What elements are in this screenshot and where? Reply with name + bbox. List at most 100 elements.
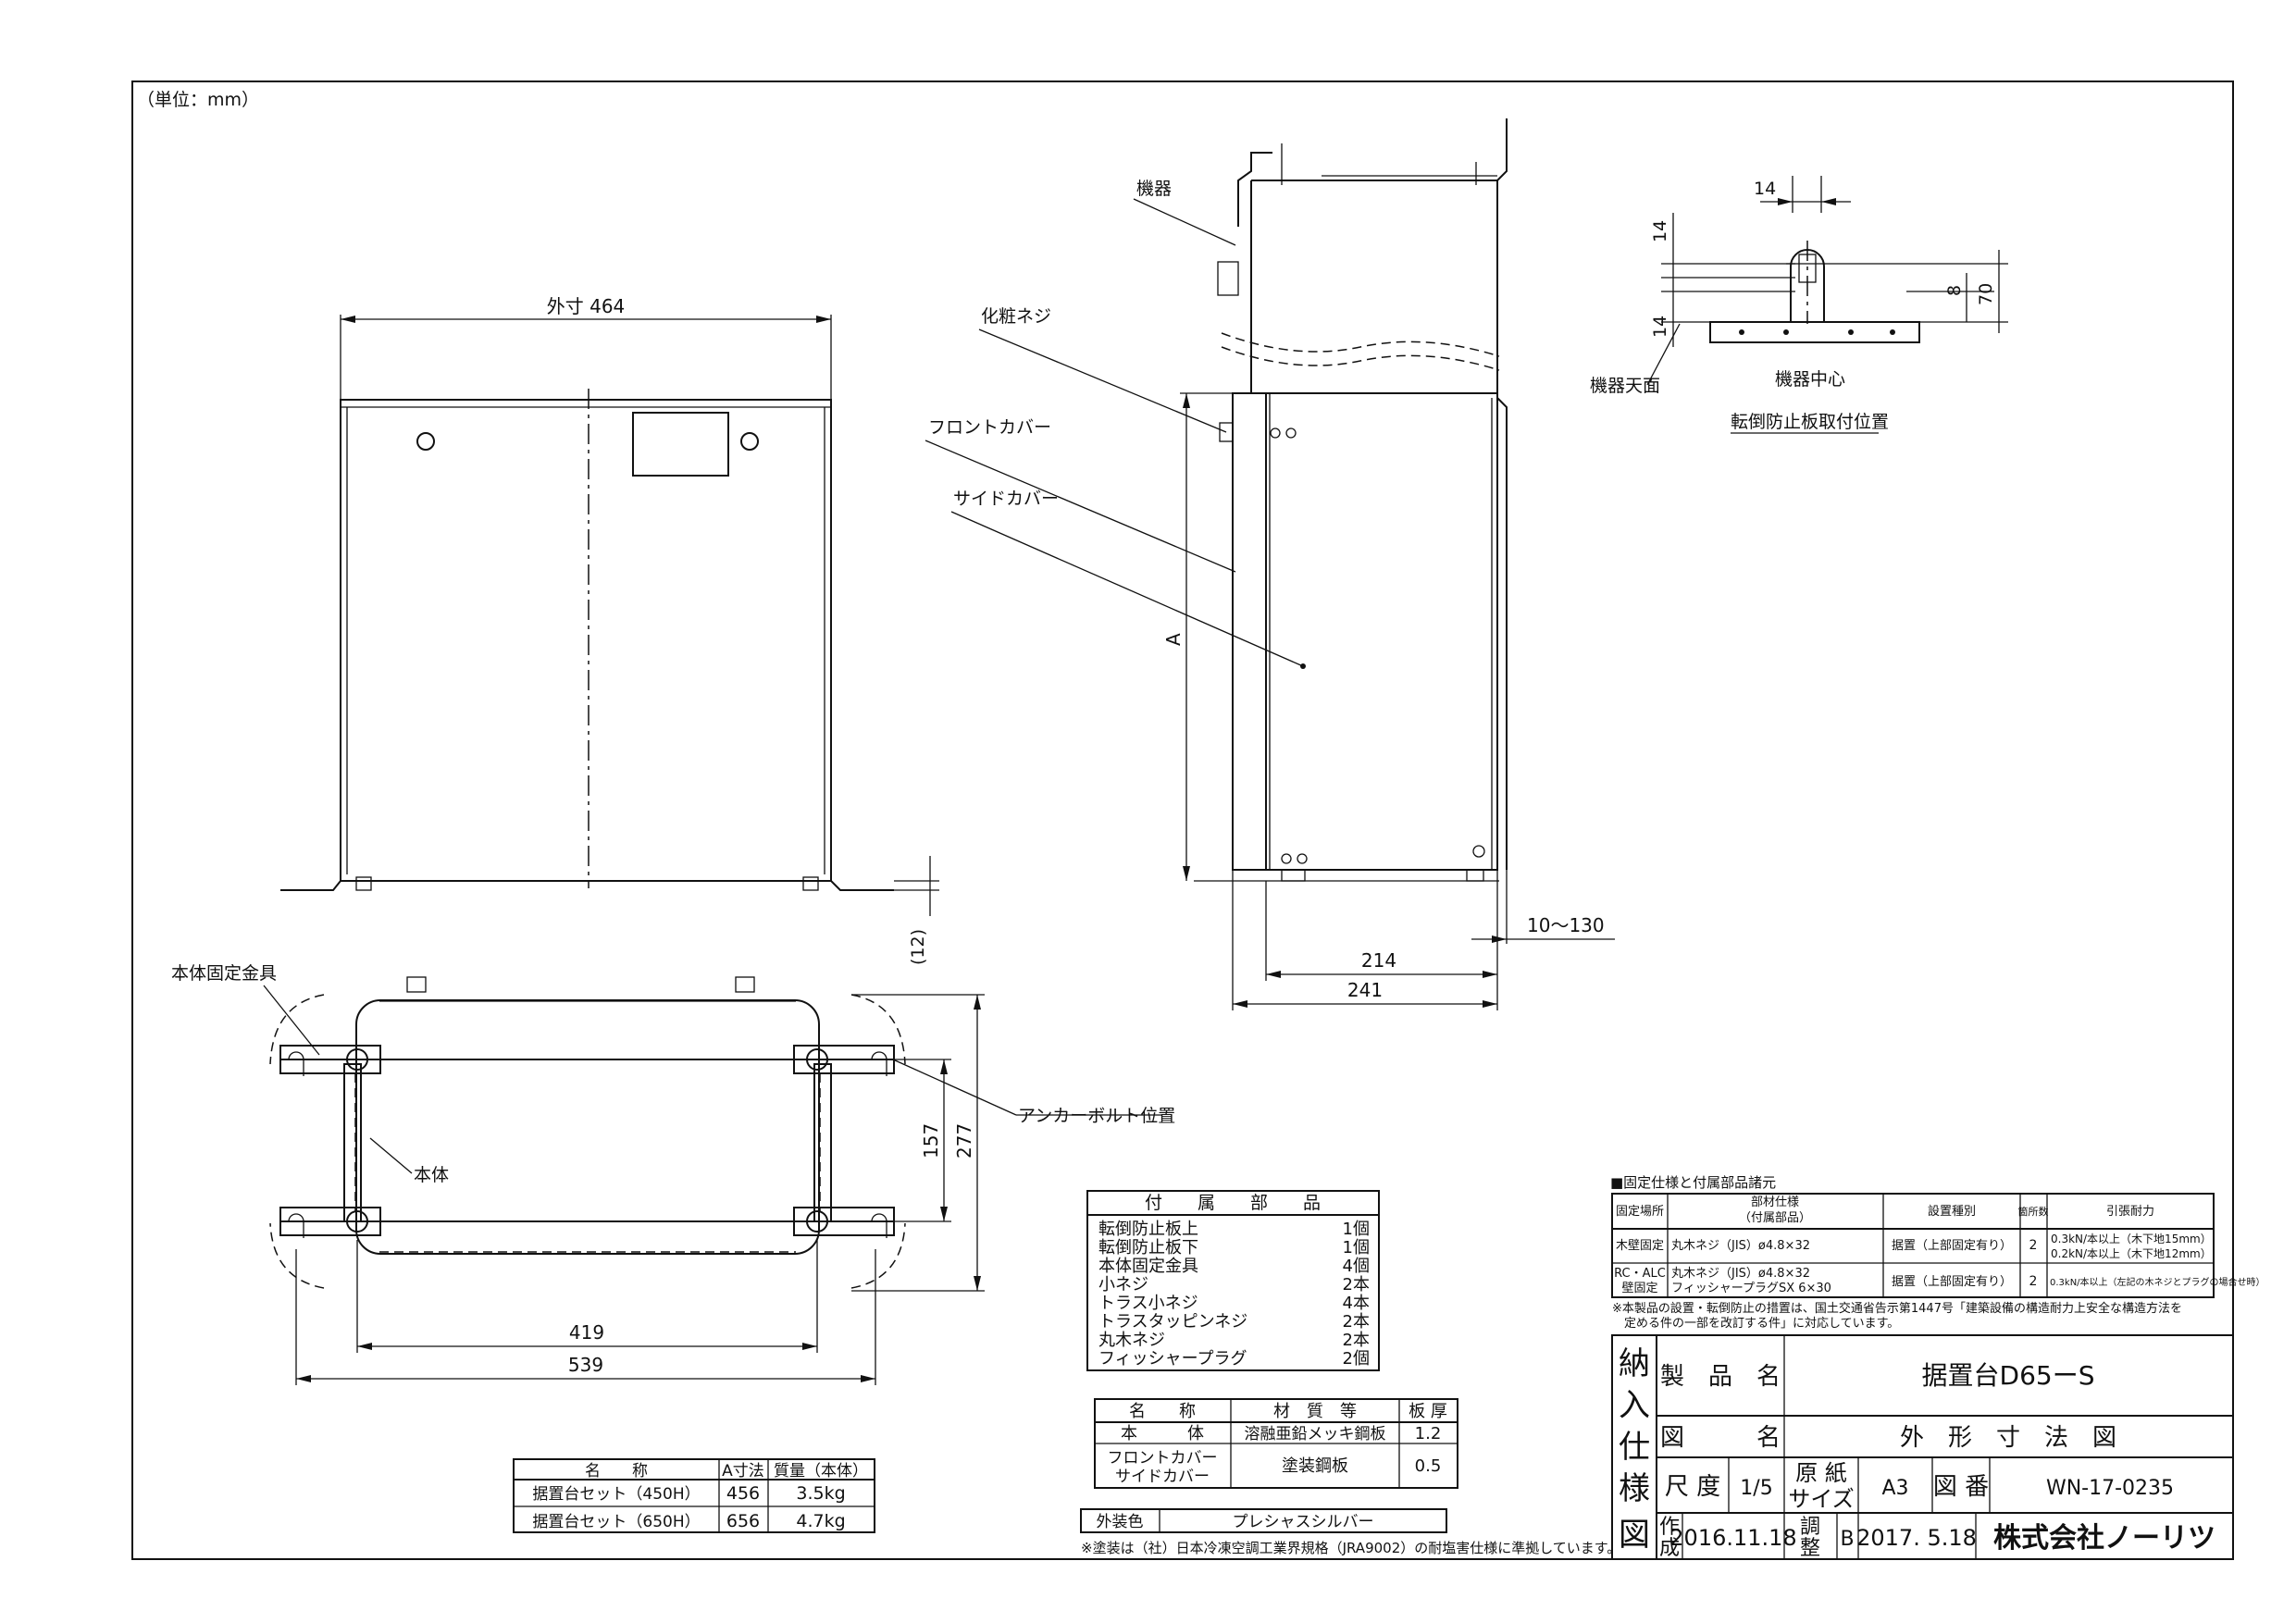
spec-header-place: 固定場所 xyxy=(1616,1205,1664,1219)
sets-row-mass: 4.7kg xyxy=(796,1511,845,1531)
detail-caption: 転倒防止板取付位置 xyxy=(1731,412,1889,432)
mat-row-material: 塗装鋼板 xyxy=(1282,1456,1348,1476)
spec-header-count: 箇所数 xyxy=(2018,1205,2049,1218)
sets-table: 名 称 A寸法 質量（本体） 据置台セット（450H） 456 3.5kg 据置… xyxy=(513,1458,875,1533)
paper-value: A3 xyxy=(1881,1477,1908,1500)
revised-value: 2017. 5.18 xyxy=(1856,1525,1977,1551)
acc-qty: 2個 xyxy=(1343,1349,1370,1369)
sets-header-a: A寸法 xyxy=(722,1462,764,1481)
acc-name: 転倒防止板下 xyxy=(1098,1238,1198,1258)
revision-value: B xyxy=(1840,1528,1854,1551)
mat-row-name-line2: サイドカバー xyxy=(1115,1468,1210,1486)
spec-row-part-line2: フィッシャープラグSX 6×30 xyxy=(1671,1282,1831,1295)
front-view: 外寸 464 (12) xyxy=(280,295,939,965)
spec-header-strength: 引張耐力 xyxy=(2106,1205,2154,1219)
mat-row-material: 溶融亜鉛メッキ鋼板 xyxy=(1245,1425,1386,1443)
number-value: WN-17-0235 xyxy=(2046,1477,2174,1500)
mat-header-thickness: 板 厚 xyxy=(1409,1402,1447,1421)
title-block: 納 入 仕 様 図 製 品 名 据置台D65ーS 図 名 外 形 寸 法 図 尺… xyxy=(1611,1334,2234,1560)
drawing-value: 外 形 寸 法 図 xyxy=(1900,1424,2116,1452)
dim-8: 8 xyxy=(1944,285,1965,296)
sets-header-mass: 質量（本体） xyxy=(774,1462,868,1481)
dim-14-top: 14 xyxy=(1754,179,1776,199)
sets-header-name: 名 称 xyxy=(585,1462,648,1481)
spec-header-type: 設置種別 xyxy=(1928,1204,1976,1219)
spec-row-strength-line2: 0.2kN/本以上（木下地12mm） xyxy=(2051,1247,2212,1260)
number-label: 図 番 xyxy=(1933,1473,1989,1501)
dim-157: 157 xyxy=(920,1123,942,1158)
finish-value: プレシャスシルバー xyxy=(1233,1513,1374,1531)
fixing-bracket-tr xyxy=(793,1045,895,1076)
label-side-cover: サイドカバー xyxy=(953,489,1059,509)
finish-note: ※塗装は（社）日本冷凍空調工業界規格（JRA9002）の耐塩害仕様に準拠していま… xyxy=(1081,1540,1620,1556)
sets-row-name: 据置台セット（450H） xyxy=(532,1485,700,1504)
created-label-line1: 作 xyxy=(1659,1516,1680,1539)
sheet-border xyxy=(131,81,2234,1560)
acc-name: トラスタッピンネジ xyxy=(1098,1312,1247,1332)
spec-note-line1: ※本製品の設置・転倒防止の措置は、国土交通省告示第1447号「建築設備の構造耐力… xyxy=(1612,1301,2182,1316)
spec-row-place-line1: RC・ALC xyxy=(1614,1267,1666,1281)
dim-419: 419 xyxy=(569,1321,604,1344)
spec-header-part-line2: （付属部品） xyxy=(1739,1211,1811,1225)
label-device-center: 機器中心 xyxy=(1775,369,1845,390)
dim-539: 539 xyxy=(568,1354,603,1376)
acc-name: 本体固定金具 xyxy=(1098,1257,1198,1276)
spec-row-strength: 0.3kN/本以上（左記の木ネジとプラグの場合せ時） xyxy=(2050,1276,2265,1288)
product-label: 製 品 名 xyxy=(1660,1363,1781,1391)
sets-row-mass: 3.5kg xyxy=(796,1483,845,1504)
sets-row-a: 456 xyxy=(726,1483,760,1504)
dim-277: 277 xyxy=(953,1123,975,1158)
acc-qty: 1個 xyxy=(1343,1238,1370,1258)
title-side-label: 図 xyxy=(1619,1517,1650,1554)
fixing-spec-title: ■固定仕様と付属部品諸元 xyxy=(1610,1174,1776,1191)
revised-label-line2: 整 xyxy=(1800,1537,1820,1560)
front-window xyxy=(632,412,729,477)
title-side-label: 納 xyxy=(1619,1345,1650,1382)
spec-row-part-line1: 丸木ネジ（JIS）ø4.8×32 xyxy=(1671,1267,1810,1281)
acc-qty: 2本 xyxy=(1343,1331,1370,1350)
label-anchor: アンカーボルト位置 xyxy=(1018,1106,1175,1126)
detail-view: 14 14 14 8 70 機器天面 機器中心 転倒防止板取付位置 xyxy=(1590,176,2008,434)
side-view: 機器 化粧ネジ フロントカバー サイドカバー A 214 241 10〜130 xyxy=(925,118,1615,1010)
revised-label-line1: 調 xyxy=(1800,1516,1820,1539)
mat-row-thickness: 1.2 xyxy=(1415,1424,1442,1443)
acc-name: 転倒防止板上 xyxy=(1098,1220,1198,1239)
acc-name: トラス小ネジ xyxy=(1098,1294,1198,1313)
created-label-line2: 成 xyxy=(1659,1537,1680,1560)
spec-row-count: 2 xyxy=(2029,1274,2038,1289)
mat-row-name: 本 体 xyxy=(1121,1424,1204,1443)
front-screw-left xyxy=(416,432,435,451)
product-value: 据置台D65ーS xyxy=(1922,1360,2095,1391)
fixing-bracket-br xyxy=(793,1207,895,1238)
spec-row-place-line2: 壁固定 xyxy=(1621,1282,1657,1295)
finish-label: 外装色 xyxy=(1097,1513,1144,1531)
unit-label: （単位：mm） xyxy=(137,90,259,110)
label-front-cover: フロントカバー xyxy=(928,417,1051,438)
spec-header-part-line1: 部材仕様 xyxy=(1751,1196,1799,1209)
dim-14-v2: 14 xyxy=(1650,316,1670,338)
finish-box: 外装色 プレシャスシルバー ※塗装は（社）日本冷凍空調工業界規格（JRA9002… xyxy=(1080,1508,1620,1556)
spec-row-part: 丸木ネジ（JIS）ø4.8×32 xyxy=(1671,1239,1810,1253)
mat-header-name: 名 称 xyxy=(1129,1402,1196,1421)
accessories-header: 付 属 部 品 xyxy=(1145,1193,1321,1213)
title-side-label: 様 xyxy=(1619,1470,1650,1507)
spec-row-type: 据置（上部固定有り） xyxy=(1892,1239,2012,1253)
dim-12: (12) xyxy=(908,929,928,965)
created-value: 2016.11.18 xyxy=(1669,1525,1796,1551)
title-side-label: 仕 xyxy=(1619,1429,1650,1466)
accessories-table: 付 属 部 品 転倒防止板上 1個 転倒防止板下 1個 本体固定金具 4個 小ネ… xyxy=(1086,1190,1380,1371)
mat-row-name-line1: フロントカバー xyxy=(1108,1449,1218,1468)
acc-name: 丸木ネジ xyxy=(1098,1331,1165,1350)
dim-70: 70 xyxy=(1976,283,1996,305)
sets-row-a: 656 xyxy=(726,1511,760,1531)
dim-14-v1: 14 xyxy=(1650,220,1670,242)
label-fixing-bracket: 本体固定金具 xyxy=(171,963,277,984)
front-screw-right xyxy=(740,432,759,451)
paper-label-line2: サイズ xyxy=(1788,1486,1854,1512)
plan-view: 本体固定金具 本体 アンカーボルト位置 419 539 157 277 xyxy=(171,963,1175,1385)
mat-row-thickness: 0.5 xyxy=(1415,1456,1442,1476)
label-screw: 化粧ネジ xyxy=(981,306,1051,327)
fixing-bracket-bl xyxy=(279,1207,381,1238)
acc-qty: 2本 xyxy=(1343,1275,1370,1295)
